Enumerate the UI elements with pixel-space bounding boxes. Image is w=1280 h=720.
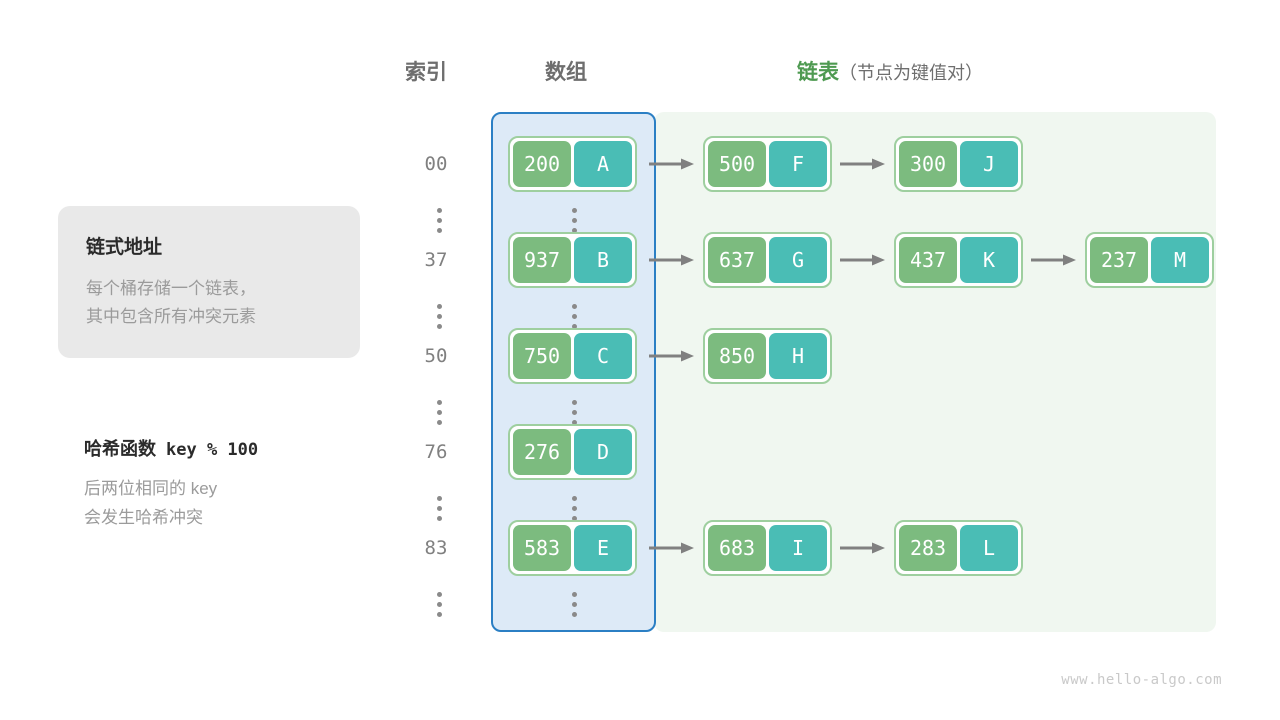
column-header-array: 数组 [545, 61, 587, 84]
pair-node-value: G [769, 237, 827, 283]
arrow-icon [840, 254, 885, 266]
info-card-description: 每个桶存储一个链表， 其中包含所有冲突元素 [86, 275, 332, 331]
pair-node-key: 276 [513, 429, 571, 475]
hash-function-title: 哈希函数 key % 100 [84, 435, 374, 461]
bucket-index-label: 83 [424, 537, 448, 559]
bucket-index-label: 76 [424, 441, 448, 463]
array-ellipsis [570, 208, 578, 233]
column-header-index: 索引 [405, 61, 447, 84]
info-card-line-2: 其中包含所有冲突元素 [86, 307, 256, 327]
chain-arrow [649, 350, 695, 362]
hash-note-line-1: 后两位相同的 key [84, 479, 218, 498]
pair-node-value: F [769, 141, 827, 187]
arrow-icon [840, 158, 885, 170]
bucket-index-label: 50 [424, 345, 448, 367]
chain-arrow [840, 542, 886, 554]
pair-node-key: 637 [708, 237, 766, 283]
index-ellipsis [435, 592, 443, 617]
pair-node-key: 200 [513, 141, 571, 187]
pair-node-value: H [769, 333, 827, 379]
pair-node-value: A [574, 141, 632, 187]
hash-function-description: 后两位相同的 key 会发生哈希冲突 [84, 475, 374, 533]
pair-node-key: 237 [1090, 237, 1148, 283]
hash-function-label: 哈希函数 [84, 439, 156, 459]
arrow-icon [649, 254, 694, 266]
pair-node-value: D [574, 429, 632, 475]
chain-arrow [649, 542, 695, 554]
index-ellipsis [435, 304, 443, 329]
pair-node-value: K [960, 237, 1018, 283]
arrow-icon [840, 542, 885, 554]
chain-arrow [1031, 254, 1077, 266]
pair-node-key: 583 [513, 525, 571, 571]
pair-node-value: M [1151, 237, 1209, 283]
info-card-title: 链式地址 [86, 237, 163, 258]
hash-function-note: 哈希函数 key % 100 后两位相同的 key 会发生哈希冲突 [84, 435, 374, 533]
watermark: www.hello-algo.com [1061, 672, 1222, 688]
bucket-index-label: 37 [424, 249, 448, 271]
pair-node-key: 750 [513, 333, 571, 379]
arrow-icon [1031, 254, 1076, 266]
hash-note-line-2: 会发生哈希冲突 [84, 507, 203, 527]
info-card: 链式地址 每个桶存储一个链表， 其中包含所有冲突元素 [58, 206, 360, 358]
chain-arrow [649, 158, 695, 170]
array-ellipsis [570, 400, 578, 425]
chain-arrow [840, 254, 886, 266]
column-header-list-label: 链表 [797, 61, 839, 84]
chain-arrow [649, 254, 695, 266]
pair-node-key: 283 [899, 525, 957, 571]
pair-node-key: 937 [513, 237, 571, 283]
hash-function-formula: key % 100 [166, 440, 259, 460]
pair-node-value: I [769, 525, 827, 571]
arrow-icon [649, 158, 694, 170]
arrow-icon [649, 350, 694, 362]
pair-node-key: 683 [708, 525, 766, 571]
pair-node-value: L [960, 525, 1018, 571]
column-header-list: 链表（节点为键值对） [797, 56, 983, 86]
array-ellipsis [570, 496, 578, 521]
chain-arrow [840, 158, 886, 170]
bucket-index-label: 00 [424, 153, 448, 175]
pair-node-value: C [574, 333, 632, 379]
array-ellipsis [570, 592, 578, 617]
index-ellipsis [435, 208, 443, 233]
info-card-line-1: 每个桶存储一个链表， [86, 279, 256, 298]
pair-node-value: B [574, 237, 632, 283]
pair-node-key: 850 [708, 333, 766, 379]
index-ellipsis [435, 400, 443, 425]
index-ellipsis [435, 496, 443, 521]
pair-node-key: 437 [899, 237, 957, 283]
pair-node-key: 500 [708, 141, 766, 187]
pair-node-key: 300 [899, 141, 957, 187]
pair-node-value: J [960, 141, 1018, 187]
pair-node-value: E [574, 525, 632, 571]
column-header-list-note: （节点为键值对） [839, 63, 983, 83]
array-ellipsis [570, 304, 578, 329]
arrow-icon [649, 542, 694, 554]
